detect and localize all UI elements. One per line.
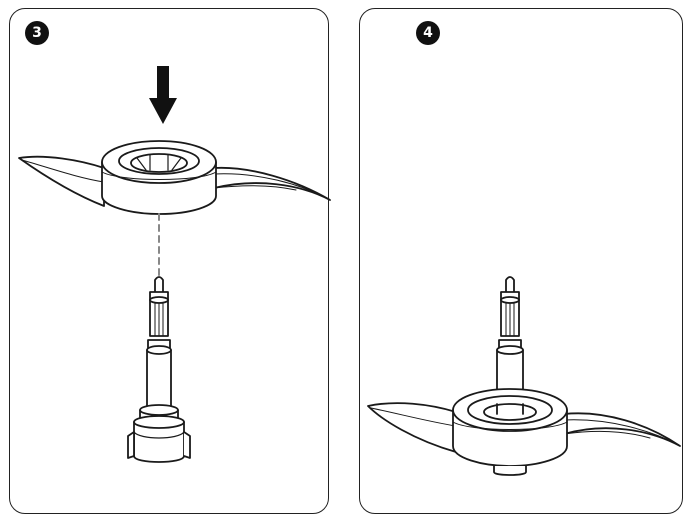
step-4-badge: 4 xyxy=(416,21,440,45)
assembled-blade-icon xyxy=(367,276,681,476)
arrow-down-icon xyxy=(149,66,177,124)
shaft-icon xyxy=(127,276,191,463)
blade-icon xyxy=(18,140,331,215)
step-3-badge: 3 xyxy=(25,21,49,45)
